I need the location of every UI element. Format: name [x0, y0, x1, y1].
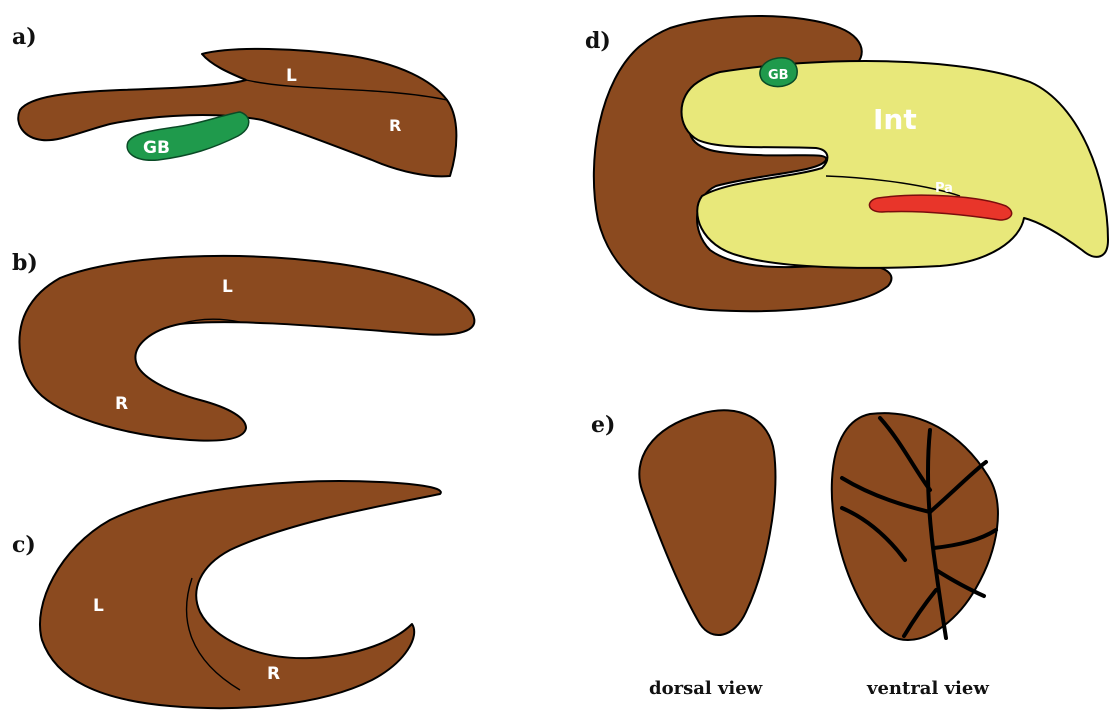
panel-b-label-L: L — [222, 277, 233, 297]
panel-b-letter: b) — [12, 250, 38, 276]
panel-a-letter: a) — [12, 24, 37, 50]
panel-e-ventral-liver — [832, 413, 998, 640]
panel-c: c) L R — [12, 481, 441, 708]
panel-a-label-GB: GB — [143, 138, 170, 158]
panel-c-letter: c) — [12, 532, 36, 558]
panel-b: b) L R — [12, 250, 474, 441]
panel-d-label-Pa: Pa — [935, 181, 953, 196]
panel-e-letter: e) — [591, 412, 615, 438]
panel-e-caption-ventral: ventral view — [866, 678, 989, 699]
panel-a-label-R: R — [389, 116, 401, 135]
panel-d: d) GB Int Pa — [585, 16, 1108, 311]
panel-c-label-L: L — [93, 596, 104, 616]
panel-b-liver — [19, 256, 474, 441]
panel-d-letter: d) — [585, 28, 611, 54]
panel-d-label-Int: Int — [873, 103, 917, 136]
panel-b-label-R: R — [115, 394, 128, 414]
panel-e-caption-dorsal: dorsal view — [649, 678, 763, 699]
panel-c-label-R: R — [267, 664, 280, 684]
panel-e: e) dorsal view ventral view — [591, 410, 998, 699]
panel-e-dorsal-liver — [639, 410, 775, 635]
panel-d-label-GB: GB — [768, 68, 789, 83]
panel-a-label-L: L — [286, 66, 297, 86]
panel-c-liver — [40, 481, 441, 708]
panel-a: a) L R GB — [12, 24, 456, 176]
